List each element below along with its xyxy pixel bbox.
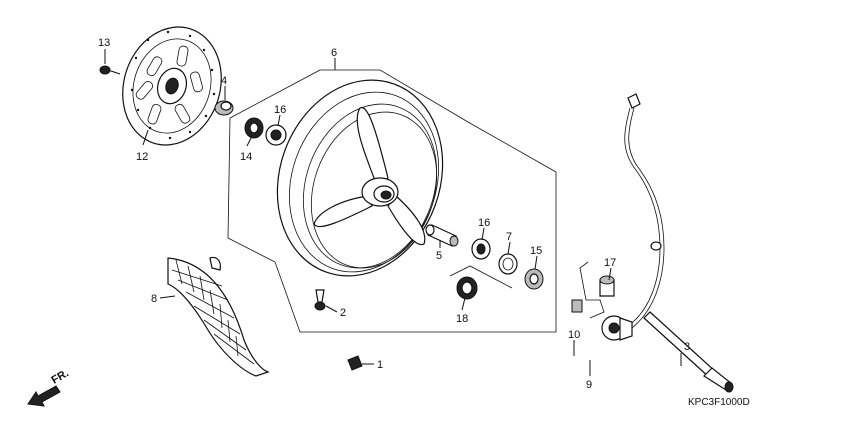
brake-disc [122, 26, 222, 146]
label-12: 12 [136, 151, 148, 163]
radial-bearing-left [265, 124, 287, 146]
dust-seal-right [524, 268, 544, 290]
label-15: 15 [530, 245, 542, 257]
label-13: 13 [98, 37, 110, 49]
front-axle [643, 311, 734, 393]
label-16-left: 16 [274, 104, 286, 116]
speedometer-gearbox [601, 315, 633, 341]
label-2: 2 [340, 307, 346, 319]
tire-valve [314, 289, 326, 311]
valve-cap [347, 355, 363, 371]
speedometer-bushing [599, 275, 615, 297]
label-4: 4 [221, 75, 227, 87]
dust-seal [244, 117, 264, 139]
label-18: 18 [456, 313, 468, 325]
label-9: 9 [586, 379, 592, 391]
distance-collar [425, 224, 459, 247]
diagram-code: KPC3F1000D [688, 397, 750, 408]
label-8: 8 [151, 293, 157, 305]
leader-lines [104, 49, 682, 376]
wheel-assembly-boundary [227, 69, 557, 333]
front-fender-tire [167, 256, 270, 377]
wheel-rim [276, 79, 444, 277]
label-17: 17 [604, 257, 616, 269]
label-16-right: 16 [478, 217, 490, 229]
internal-circlip [498, 253, 518, 275]
label-10: 10 [568, 329, 580, 341]
group-bracket-16-18 [449, 265, 513, 289]
side-collar [214, 100, 234, 116]
disc-bolt [99, 65, 121, 75]
label-6: 6 [331, 47, 337, 59]
gear-retainer [571, 299, 583, 313]
label-5: 5 [436, 250, 442, 262]
label-14: 14 [240, 151, 252, 163]
label-3: 3 [684, 341, 690, 353]
front-direction-label: FR. [50, 367, 71, 386]
radial-bearing-right [471, 238, 491, 260]
label-1: 1 [377, 359, 383, 371]
radial-bearing-18 [456, 276, 478, 300]
gearbox-group-bracket [579, 261, 605, 319]
speedometer-cable [624, 93, 665, 329]
front-direction-arrow: FR. [27, 367, 71, 407]
part-number-labels: 13 12 4 14 16 6 5 16 7 15 18 17 2 8 1 3 … [98, 37, 690, 391]
label-7: 7 [506, 231, 512, 243]
